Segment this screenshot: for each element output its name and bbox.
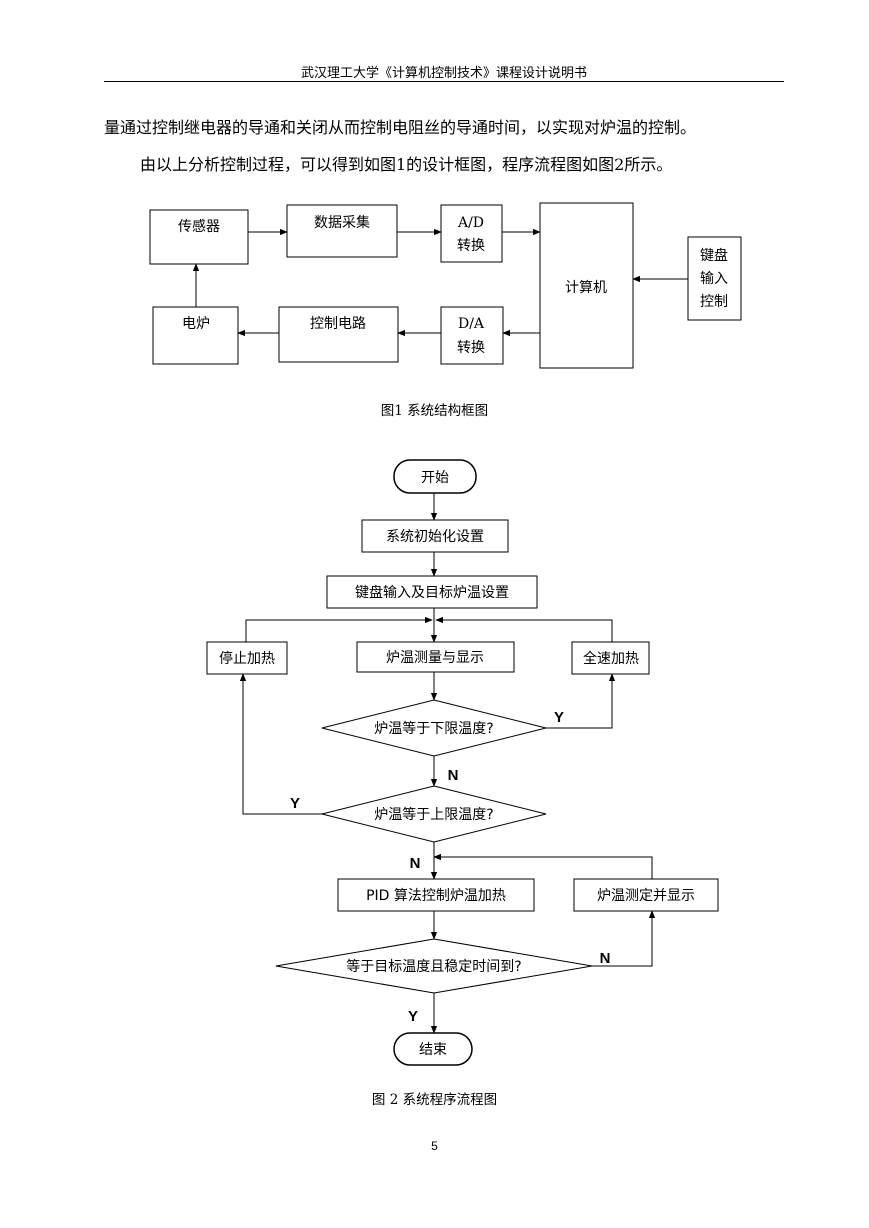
fig1-data-acq-box [286,204,398,258]
fig2-measure2-label: 炉温测定并显示 [597,888,695,904]
fig2-init-label: 系统初始化设置 [386,528,484,545]
figure1-caption: 图1 系统结构框图 [380,403,489,419]
fig2-check-target-label: 等于目标温度且稳定时间到? [346,958,521,975]
fig1-control-circuit-label: 控制电路 [310,316,366,332]
fig2-start-terminal [393,459,477,494]
fig1-keyboard-label-2: 输入 [700,271,728,287]
fig2-start-label: 开始 [421,470,449,486]
figure2-labels: 开始 系统初始化设置 键盘输入及目标炉温设置 停止加热 炉温测量与显示 全速加热… [219,470,695,1058]
fig1-da-label-2: 转换 [457,339,485,356]
fig2-arrow-upper-yes [239,673,322,815]
fig2-full-heating-label: 全速加热 [583,650,639,667]
fig1-furnace-label: 电炉 [182,316,210,332]
fig2-arrow-lower-yes [546,673,616,729]
fig2-line-stop-return [245,616,433,642]
fig2-stop-heating-label: 停止加热 [219,650,275,667]
fig2-pid-label: PID 算法控制炉温加热 [366,888,506,904]
fig2-measure2-box [573,878,719,912]
body-paragraph-1: 量通过控制继电器的导通和关闭从而控制电阻丝的导通时间，以实现对炉温的控制。 [104,118,697,137]
fig2-target-yes-label: Y [408,1008,418,1025]
fig1-computer-label: 计算机 [565,280,607,296]
page-number: 5 [431,1139,438,1153]
page-header: 武汉理工大学《计算机控制技术》课程设计说明书 [300,66,587,81]
figure2-branch-labels: Y N Y N N Y [290,709,610,1025]
fig2-check-upper-label: 炉温等于上限温度? [374,806,493,823]
fig2-arrow-target-no [592,910,656,967]
fig2-lower-no-label: N [448,767,459,784]
fig1-keyboard-label-1: 键盘 [700,247,728,264]
fig2-check-lower-label: 炉温等于下限温度? [374,720,493,737]
fig1-ad-label-2: 转换 [457,237,485,254]
fig2-stop-heating-box [206,641,288,675]
fig2-keyboard-setting-label: 键盘输入及目标炉温设置 [355,584,509,601]
fig2-lower-yes-label: Y [554,709,564,726]
fig2-target-no-label: N [600,950,611,967]
fig1-keyboard-label-3: 控制 [700,294,728,310]
figure2-caption: 图 2 系统程序流程图 [371,1092,498,1108]
figure1-block-diagram [149,202,742,369]
header-rule [104,81,784,82]
body-paragraph-2: 由以上分析控制过程，可以得到如图1的设计框图，程序流程图如图2所示。 [140,155,673,174]
fig1-data-acq-label: 数据采集 [314,214,370,231]
fig2-upper-yes-label: Y [290,795,300,812]
fig1-da-label-1: D/A [458,316,485,332]
fig2-end-label: 结束 [419,1042,447,1058]
fig1-computer-box [539,202,634,369]
figure1-labels: 传感器 数据采集 A/D 转换 计算机 键盘 输入 控制 电炉 控制电路 D/A… [178,214,728,356]
fig1-ad-label-1: A/D [457,215,484,231]
figure2-flowchart [206,459,719,1066]
fig2-measure-label: 炉温测量与显示 [386,650,484,666]
fig1-sensor-label: 传感器 [178,218,220,235]
fig2-line-measure2-return [433,853,653,879]
fig2-line-full-return [435,616,613,642]
fig2-upper-no-label: N [410,855,421,872]
